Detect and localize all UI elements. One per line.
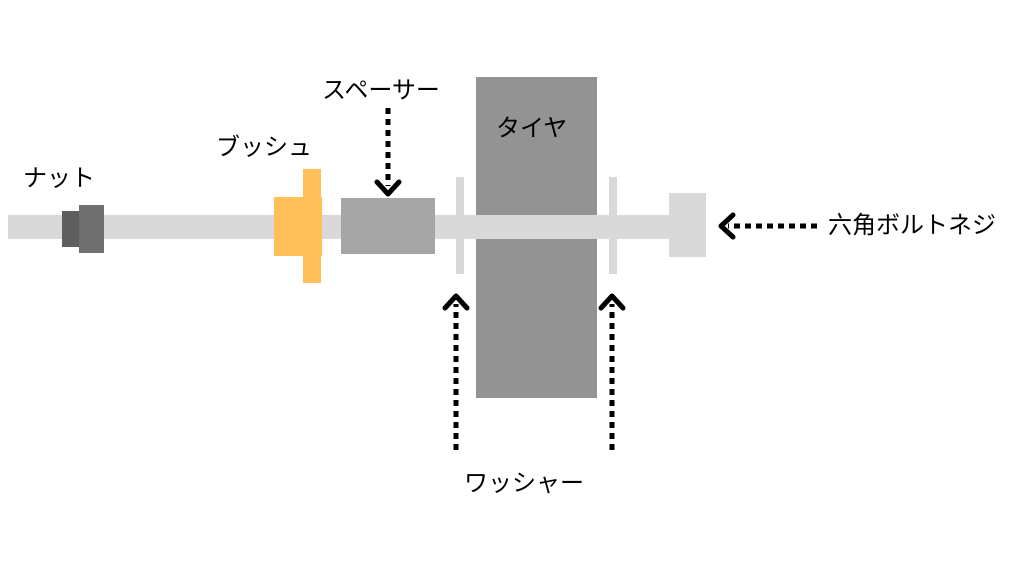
bushing-flange bbox=[303, 169, 321, 283]
label-bushing: ブッシュ bbox=[216, 133, 312, 161]
washer-right bbox=[609, 177, 617, 274]
label-nut: ナット bbox=[23, 164, 95, 192]
label-spacer: スペーサー bbox=[322, 76, 440, 104]
spacer-arrow bbox=[374, 108, 402, 197]
arrow-icon bbox=[442, 293, 470, 311]
washer-arrow-left bbox=[442, 293, 470, 450]
label-tire: タイヤ bbox=[496, 114, 567, 142]
arrow-icon bbox=[374, 179, 402, 197]
bolt-head bbox=[669, 193, 706, 257]
arrow-icon bbox=[718, 212, 736, 240]
nut bbox=[79, 205, 104, 253]
nut-inner bbox=[62, 211, 82, 247]
arrow-icon bbox=[598, 293, 626, 311]
washer-left bbox=[456, 177, 464, 274]
label-bolt: 六角ボルトネジ bbox=[828, 211, 996, 239]
spacer bbox=[341, 198, 435, 254]
washer-arrow-right bbox=[598, 293, 626, 450]
bolt-arrow bbox=[718, 212, 817, 240]
label-washer: ワッシャー bbox=[464, 469, 584, 497]
